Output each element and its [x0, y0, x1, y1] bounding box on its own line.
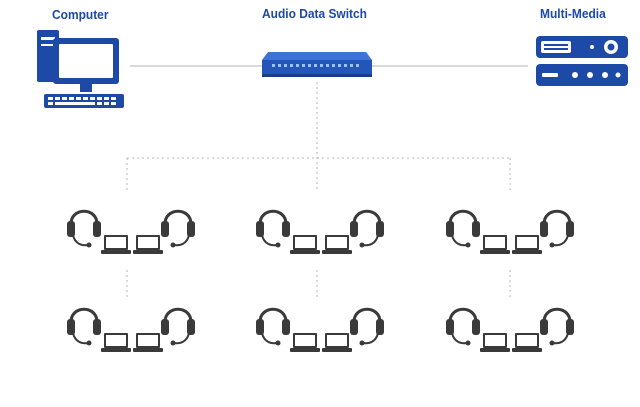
headset-icon: [256, 307, 290, 346]
laptop-icon: [290, 235, 320, 254]
laptop-icon: [480, 235, 510, 254]
laptop-icon: [512, 235, 542, 254]
laptop-icon: [512, 333, 542, 352]
station-clusters: [67, 209, 574, 352]
computer-label: Computer: [52, 7, 109, 22]
headset-icon: [256, 209, 290, 248]
laptop-icon: [133, 333, 163, 352]
headset-icon: [161, 307, 195, 346]
station-r1-c1: [67, 209, 195, 254]
headset-icon: [161, 209, 195, 248]
laptop-icon: [480, 333, 510, 352]
headset-icon: [540, 307, 574, 346]
headset-icon: [350, 209, 384, 248]
station-r2-c1: [67, 307, 195, 352]
laptop-icon: [101, 333, 131, 352]
laptop-icon: [133, 235, 163, 254]
headset-icon: [67, 209, 101, 248]
multimedia-icon: [536, 36, 628, 86]
media-label: Multi-Media: [540, 6, 606, 21]
computer-icon: [37, 30, 124, 108]
laptop-icon: [290, 333, 320, 352]
headset-icon: [67, 307, 101, 346]
headset-icon: [540, 209, 574, 248]
station-r1-c3: [446, 209, 574, 254]
laptop-icon: [322, 235, 352, 254]
laptop-icon: [322, 333, 352, 352]
station-r1-c2: [256, 209, 384, 254]
headset-icon: [446, 307, 480, 346]
headset-icon: [446, 209, 480, 248]
station-r2-c2: [256, 307, 384, 352]
headset-icon: [350, 307, 384, 346]
laptop-icon: [101, 235, 131, 254]
switch-icon: [262, 52, 372, 77]
switch-label: Audio Data Switch: [262, 6, 367, 21]
station-r2-c3: [446, 307, 574, 352]
